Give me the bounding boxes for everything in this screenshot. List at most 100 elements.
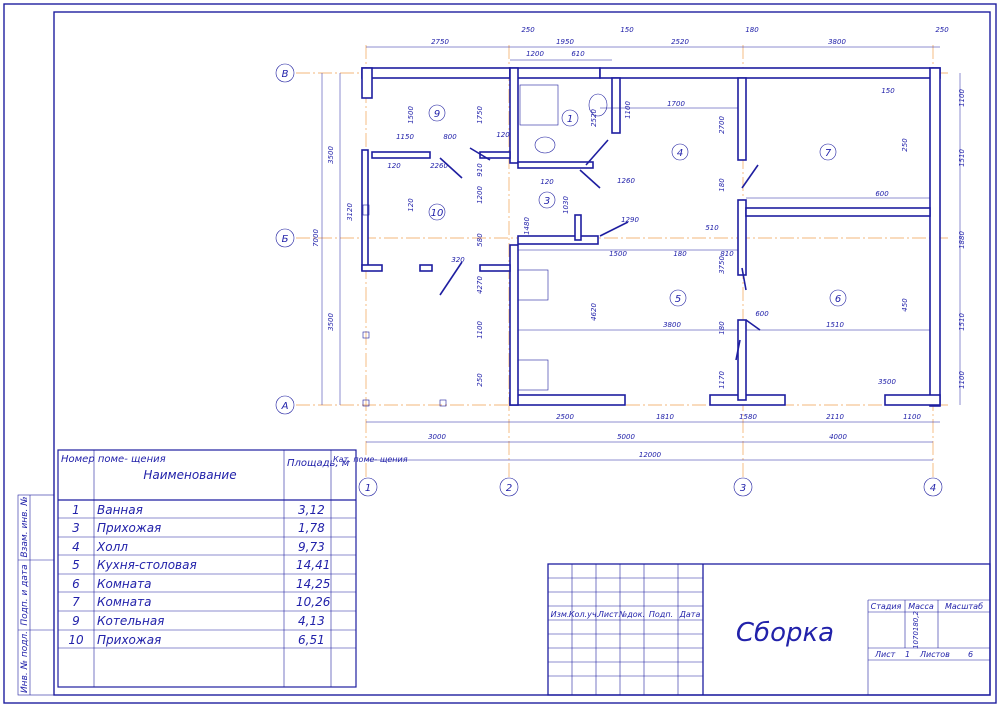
dim-inner-40: 250 <box>476 373 484 387</box>
row-4-area: 14,41 <box>296 558 330 572</box>
dim-bottom-2: 1580 <box>739 413 757 421</box>
row-3-name: Холл <box>96 540 128 554</box>
dim-inner-16: 2700 <box>718 116 726 134</box>
room-10-label: 10 <box>431 208 444 219</box>
dim-bottom-4: 1100 <box>903 413 921 421</box>
dim-top-4: 610 <box>571 50 585 58</box>
room-1-label: 1 <box>567 114 573 125</box>
dim-top-5: 150 <box>620 26 634 34</box>
dim-inner-38: 1170 <box>718 371 726 389</box>
stamp-col-1: Кол.уч. <box>569 610 599 619</box>
toilet <box>534 136 556 154</box>
doors <box>439 139 761 361</box>
axis-col-2-label: 2 <box>506 483 512 494</box>
drawing-title: Сборка <box>736 618 834 648</box>
dim-top-8: 3800 <box>828 38 846 46</box>
row-4-num: 5 <box>72 558 80 572</box>
stamp-scale-label: Масштаб <box>945 602 983 611</box>
dim-inner-4: 120 <box>496 131 510 139</box>
dim-bottom-1: 1810 <box>656 413 674 421</box>
room-4-label: 4 <box>677 148 683 159</box>
dim-inner-27: 450 <box>901 298 909 312</box>
dim-inner-31: 4270 <box>476 276 484 294</box>
dim-inner-22: 1500 <box>609 250 627 258</box>
inner-dimensions: 1500 1750 1150 800 120 120 2260 120 320 … <box>346 87 909 389</box>
dim-left-1: 3500 <box>327 313 335 331</box>
dim-top-7: 180 <box>745 26 759 34</box>
dim-inner-36: 180 <box>718 321 726 335</box>
stamp-col-2: Лист <box>597 610 619 619</box>
dim-inner-37: 600 <box>755 310 769 318</box>
axis-bubble-col-3 <box>733 477 753 497</box>
row-5-area: 14,25 <box>296 577 330 591</box>
row-2-name: Прихожая <box>97 521 161 535</box>
stove <box>517 359 549 391</box>
dim-right-4: 1100 <box>958 371 966 389</box>
axis-grid <box>296 45 950 478</box>
row-2-num: 3 <box>72 521 80 535</box>
sink <box>517 269 549 301</box>
dim-inner-29: 1030 <box>562 196 570 214</box>
axis-bubble-row-a <box>275 395 295 415</box>
dim-top-1: 250 <box>521 26 535 34</box>
row-4-name: Кухня-столовая <box>97 558 197 572</box>
dim-inner-18: 150 <box>881 87 895 95</box>
dim-inner-24: 510 <box>705 224 719 232</box>
dim-inner-35: 1510 <box>826 321 844 329</box>
axis-bubble-row-v <box>275 63 295 83</box>
dim-inner-41: 3500 <box>878 378 896 386</box>
room-5-label: 5 <box>675 294 681 305</box>
side-label-2: Инв. № подл. <box>20 631 30 693</box>
dim-inner-26: 3750 <box>718 256 726 274</box>
outer-border <box>3 3 997 704</box>
stamp-col-5: Дата <box>679 610 701 619</box>
axis-row-a-label: А <box>281 401 289 412</box>
dim-inner-25: 810 <box>720 250 734 258</box>
dim-top-2: 1200 <box>526 50 544 58</box>
dim-inner-12: 1260 <box>617 177 635 185</box>
dim-inner-8: 320 <box>451 256 465 264</box>
row-3-area: 9,73 <box>298 540 325 554</box>
table-header-cat: Кат. поме- щения <box>333 455 408 464</box>
axis-row-v-label: В <box>282 69 289 80</box>
stamp-sheet-label: Лист <box>874 650 896 659</box>
dim-top-9: 250 <box>935 26 949 34</box>
dim-inner-33: 4620 <box>590 303 598 321</box>
dim-overall: 12000 <box>639 451 662 459</box>
row-6-num: 7 <box>72 595 80 609</box>
stamp-code: 1070180,2 <box>912 611 920 649</box>
dim-inner-10: 1200 <box>476 186 484 204</box>
row-6-name: Комната <box>97 595 151 609</box>
dim-inner-32: 3120 <box>346 203 354 221</box>
dim-inner-5: 120 <box>387 162 401 170</box>
dim-inner-14: 2520 <box>590 109 598 127</box>
axis-bubble-col-1 <box>358 477 378 497</box>
dim-inner-9: 910 <box>476 163 484 177</box>
dim-inner-2: 1150 <box>396 133 414 141</box>
row-8-name: Прихожая <box>97 633 161 647</box>
dim-inner-20: 180 <box>718 178 726 192</box>
dim-top-0: 2750 <box>431 38 449 46</box>
dim-inner-28: 1480 <box>523 217 531 235</box>
side-dimensions: 3500 3500 7000 1100 1510 1880 1510 1100 <box>312 89 966 389</box>
stamp-col-0: Изм. <box>551 610 570 619</box>
room-3-label: 3 <box>544 196 550 207</box>
room-table: Номер поме- щения Наименование Площадь, … <box>57 449 408 688</box>
dim-bottom-3: 2110 <box>826 413 844 421</box>
dim-inner-21: 1290 <box>621 216 639 224</box>
dim-inner-6: 2260 <box>430 162 448 170</box>
dim-inner-3: 800 <box>443 133 457 141</box>
dim-left-total: 7000 <box>312 229 320 247</box>
side-strip: Взам. инв. № Подп. и дата Инв. № подл. <box>17 494 55 696</box>
dim-bottom-0: 2500 <box>556 413 574 421</box>
row-6-area: 10,26 <box>296 595 331 609</box>
row-3-num: 4 <box>72 540 80 554</box>
title-block: Изм. Кол.уч. Лист №док. Подп. Дата Сборк… <box>547 563 991 696</box>
washbasin <box>588 93 608 117</box>
row-5-name: Комната <box>97 577 151 591</box>
dim-top-6: 2520 <box>671 38 689 46</box>
axis-col-1-label: 1 <box>365 483 371 494</box>
dim-inner-13: 1100 <box>624 101 632 119</box>
dim-inner-1: 1750 <box>476 106 484 124</box>
